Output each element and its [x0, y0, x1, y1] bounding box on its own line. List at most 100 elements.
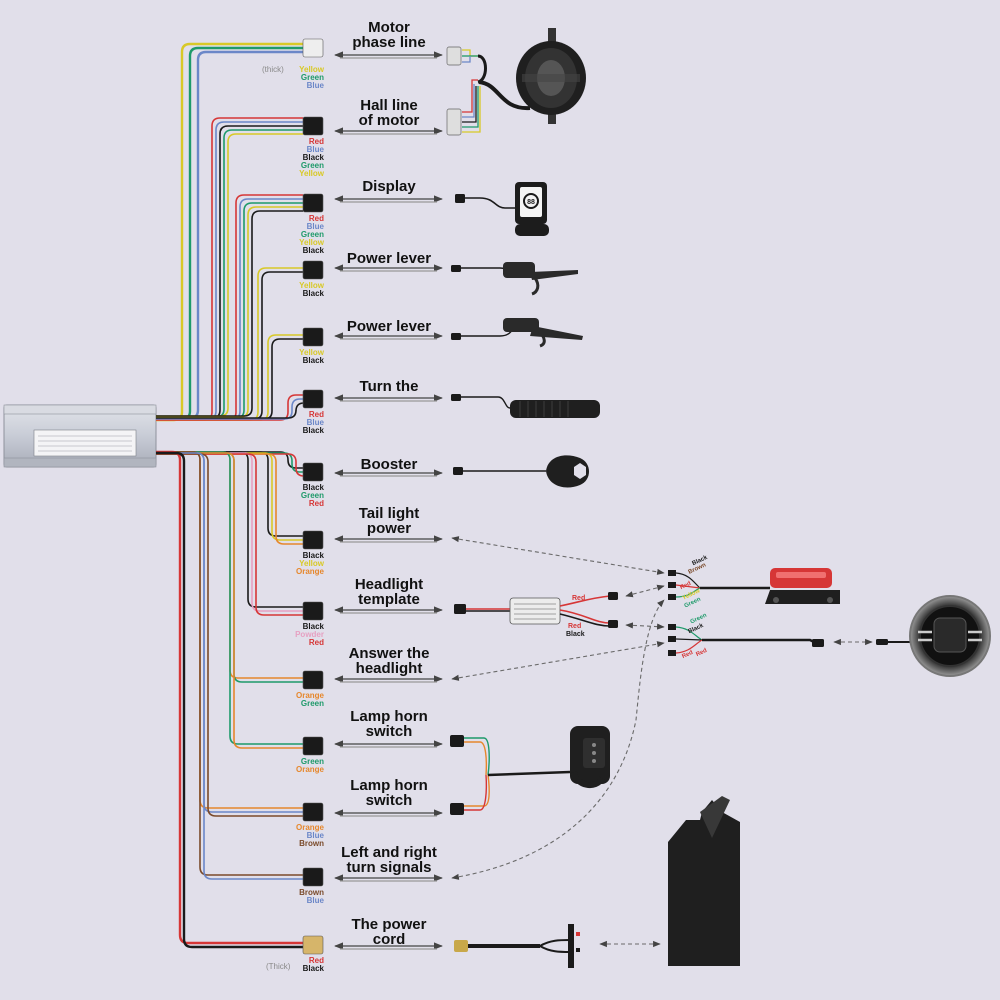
- label-tail-light-line1: Tail light: [358, 505, 420, 522]
- wire-label-motor-phase-yellow: Yellow: [299, 65, 324, 74]
- label-display-line1: Display: [362, 178, 416, 195]
- label-hall-line1: Hall line: [360, 97, 418, 114]
- connector-turn-signals: [302, 867, 324, 887]
- wire-label-display-yellow: Yellow: [299, 238, 324, 247]
- wire-power-cord-black: [156, 451, 303, 949]
- wire-power-lever-2-black: [156, 338, 303, 420]
- label-lamp-horn-1-line2: switch: [365, 723, 413, 740]
- lcd-display: 88: [455, 182, 549, 236]
- wire-label-display-green: Green: [300, 230, 324, 239]
- wire-label-tail-light-orange: Orange: [295, 567, 324, 576]
- wire-power-lever-1-black: [156, 271, 303, 420]
- connector-display: [302, 193, 324, 213]
- wire-label-tail-light-black: Black: [302, 551, 324, 560]
- label-answer-headlight-line2: headlight: [355, 660, 423, 677]
- wire-headlight-template-red: [156, 453, 303, 616]
- svg-text:88: 88: [527, 199, 535, 206]
- wire-label-turn-signals-brown: Brown: [299, 888, 324, 897]
- wire-hall-red: [156, 117, 303, 421]
- wire-lamp-horn-1-orange: [156, 452, 303, 749]
- wire-label-booster-black: Black: [302, 483, 324, 492]
- label-lamp-horn-2-line1: Lamp horn: [350, 777, 428, 794]
- label-lamp-horn-2-line2: switch: [365, 792, 413, 809]
- link-arrows: [334, 51, 443, 950]
- label-lamp-horn-1-line1: Lamp horn: [350, 708, 428, 725]
- connector-hall: [302, 116, 324, 136]
- wire-label-turn-blue: Blue: [306, 418, 324, 427]
- svg-text:Red: Red: [568, 623, 581, 630]
- label-turn-signals-line2: turn signals: [346, 859, 432, 876]
- connector-power-lever-2: [302, 327, 324, 347]
- wire-label-lamp-horn-1-orange: Orange: [295, 765, 324, 774]
- throttle-grip: [451, 394, 600, 418]
- wire-power-lever-1-yellow: [156, 267, 303, 421]
- wire-label-display-red: Red: [308, 214, 324, 223]
- label-headlight-template-line2: template: [358, 591, 420, 608]
- wire-booster-red: [156, 453, 305, 477]
- wire-label-answer-headlight-orange: Orange: [295, 691, 324, 700]
- tail-light: [668, 568, 840, 604]
- label-power-lever-1-line1: Power lever: [346, 250, 432, 267]
- svg-text:Black: Black: [566, 631, 585, 638]
- connector-booster: [302, 462, 324, 482]
- wire-label-hall-green: Green: [300, 161, 324, 170]
- connector-lamp-horn-1: [302, 736, 324, 756]
- connector-answer-headlight: [302, 670, 324, 690]
- label-motor-phase-line2: phase line: [352, 34, 426, 51]
- label-headlight-template-line1: Headlight: [354, 576, 424, 593]
- wire-label-lamp-horn-2-brown: Brown: [299, 839, 324, 848]
- wire-label-power-lever-2-black: Black: [302, 356, 324, 365]
- wire-tail-light-orange: [156, 453, 303, 545]
- wire-label-power-cord-red: Red: [308, 956, 324, 965]
- dc-converter: Red Red Black: [454, 592, 618, 638]
- wire-label-headlight-template-powder: Powder: [295, 630, 324, 639]
- wire-power-lever-2-yellow: [156, 334, 303, 421]
- wire-label-booster-green: Green: [300, 491, 324, 500]
- wire-display-red: [156, 194, 303, 421]
- wire-label-motor-phase-green: Green: [300, 73, 324, 82]
- wire-label-headlight-template-black: Black: [302, 622, 324, 631]
- wire-hall-green: [156, 129, 303, 418]
- controller-box: [3, 404, 157, 468]
- wire-label-hall-yellow: Yellow: [299, 169, 324, 178]
- wire-turn-signals-blue: [156, 452, 303, 880]
- horn-switch: [450, 726, 610, 815]
- wire-label-turn-black: Black: [302, 426, 324, 435]
- wire-label-power-lever-1-black: Black: [302, 289, 324, 298]
- label-tail-light-line2: power: [366, 520, 412, 537]
- wire-label-turn-red: Red: [308, 410, 324, 419]
- hub-motor: [446, 28, 586, 136]
- wire-label-power-lever-1-yellow: Yellow: [299, 281, 324, 290]
- connector-lamp-horn-2: [302, 802, 324, 822]
- connector-power-cord: [302, 935, 324, 955]
- brake-lever-1: [451, 262, 578, 296]
- label-booster-line1: Booster: [360, 456, 418, 473]
- connector-power-lever-1: [302, 260, 324, 280]
- wire-display-green: [156, 202, 303, 419]
- headlight: [668, 595, 991, 677]
- label-hall-line2: of motor: [358, 112, 420, 129]
- wire-label-booster-red: Red: [308, 499, 324, 508]
- label-power-cord-line1: The power: [351, 916, 427, 933]
- wire-display-yellow: [156, 206, 303, 418]
- wire-lamp-horn-2-brown: [156, 453, 303, 817]
- brake-lever-2: [451, 318, 583, 348]
- wire-label-lamp-horn-1-green: Green: [300, 757, 324, 766]
- label-power-cord-line2: cord: [372, 931, 406, 948]
- controller-wires: [156, 42, 305, 949]
- dashed-links: [451, 536, 873, 948]
- wire-hall-blue: [156, 121, 303, 420]
- wire-motor-phase-green: [156, 46, 303, 421]
- wire-label-power-cord-black: Black: [302, 964, 324, 973]
- wire-label-power-lever-2-yellow: Yellow: [299, 348, 324, 357]
- wire-label-turn-signals-blue: Blue: [306, 896, 324, 905]
- wire-turn-black: [156, 402, 305, 419]
- wire-label-lamp-horn-2-orange: Orange: [295, 823, 324, 832]
- wire-label-hall-black: Black: [302, 153, 324, 162]
- label-power-lever-2-line1: Power lever: [346, 318, 432, 335]
- wire-label-lamp-horn-2-blue: Blue: [306, 831, 324, 840]
- wire-label-display-blue: Blue: [306, 222, 324, 231]
- wire-display-blue: [156, 198, 303, 420]
- controller-side-connectors: [302, 38, 324, 955]
